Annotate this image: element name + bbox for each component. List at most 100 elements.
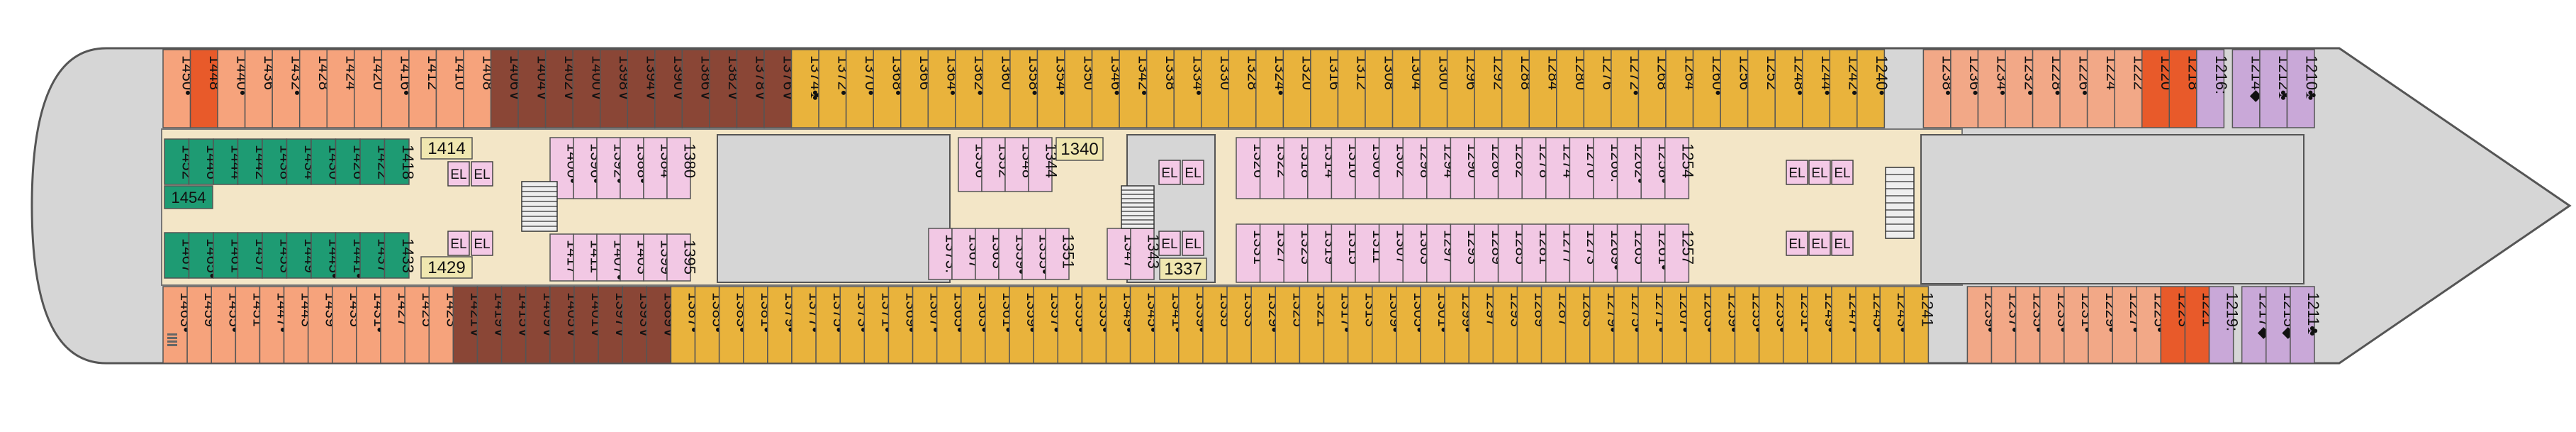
cabin-top-48[interactable]: 1292 — [1474, 49, 1508, 128]
cabin-interior-fwd-top-18[interactable]: 1254 — [1664, 137, 1697, 199]
cabin-top-75[interactable]: 1212♣ — [2259, 49, 2293, 128]
cabin-box — [164, 232, 190, 279]
landing-label-mid-bottom[interactable]: 1337 — [1159, 257, 1207, 280]
cabin-top-57[interactable]: 1256 — [1720, 49, 1754, 128]
cabin-top-73[interactable]: 1216: — [2196, 49, 2230, 128]
cabin-bottom-19[interactable]: 1393∨ — [622, 286, 654, 364]
cabin-top-14[interactable]: 1402∨ — [544, 49, 579, 128]
cabin-green-top-9[interactable]: 1418 — [383, 138, 417, 185]
cabin-interior-mid-top-3[interactable]: 1344 — [1028, 137, 1060, 192]
cabin-top-72[interactable]: 1218 — [2168, 49, 2203, 128]
cabin-box — [1903, 286, 1930, 364]
cabin-green-bottom-8[interactable]: 1437 — [359, 232, 392, 279]
cabin-bottom-70[interactable]: 1245• — [1855, 286, 1888, 364]
cabin-interior-aft-top-5[interactable]: 1380 — [666, 137, 699, 199]
cabin-bottom-72[interactable]: 1241 — [1903, 286, 1936, 364]
cabin-bottom-25[interactable]: 1379• — [767, 286, 800, 364]
cabin-interior-aft-bottom-5[interactable]: 1395 — [666, 233, 699, 282]
cabin-bottom-58[interactable]: 1283 — [1564, 286, 1598, 364]
cabin-top-36[interactable]: 1338 — [1146, 49, 1180, 128]
cabin-top-70[interactable]: 1222 — [2114, 49, 2148, 128]
cabin-box — [1556, 49, 1585, 128]
cabin-top-68[interactable]: 1226• — [2059, 49, 2093, 128]
vent-slat — [167, 333, 177, 336]
cabin-green-bottom-9[interactable]: 1433 — [383, 232, 417, 279]
cabin-bottom-42[interactable]: 1339• — [1178, 286, 1211, 364]
landing-label-mid-top[interactable]: 1340 — [1055, 137, 1104, 161]
cabin-top-71[interactable]: 1220 — [2141, 49, 2175, 128]
cabin-interior-mid-top-1[interactable]: 1352 — [981, 137, 1014, 192]
cabin-top-69[interactable]: 1224 — [2086, 49, 2121, 128]
cabin-box — [1758, 286, 1784, 364]
cabin-interior-aft-bottom-4[interactable]: 1399 — [643, 233, 676, 282]
cabin-bottom-23[interactable]: 1383• — [718, 286, 751, 364]
cabin-bottom-68[interactable]: 1249• — [1807, 286, 1839, 364]
cabin-bottom-11[interactable]: 1423 — [428, 286, 461, 364]
cabin-top-37[interactable]: 1334• — [1173, 49, 1207, 128]
cabin-bottom-75[interactable]: 1235• — [2015, 286, 2048, 364]
cabin-interior-mid-bottom-5[interactable]: 1351 — [1045, 228, 1077, 280]
cabin-top-29[interactable]: 1362• — [955, 49, 989, 128]
cabin-box — [213, 138, 239, 185]
cabin-interior-mid2-bottom-0[interactable]: 1347 — [1107, 228, 1139, 280]
cabin-box — [1236, 137, 1261, 199]
cabin-bottom-59[interactable]: 1279• — [1589, 286, 1622, 364]
cabin-green-single[interactable]: 1454 — [164, 185, 213, 209]
cabin-bottom-57[interactable]: 1287 — [1540, 286, 1574, 364]
cabin-top-6[interactable]: 1424 — [326, 49, 361, 128]
cabin-box — [1593, 223, 1618, 283]
cabin-top-76[interactable]: 1210♣ — [2286, 49, 2321, 128]
cabin-bottom-6[interactable]: 1439 — [307, 286, 340, 364]
cabin-interior-fwd-top-15[interactable]: 1266: — [1593, 137, 1625, 199]
cabin-bottom-30[interactable]: 1369• — [887, 286, 921, 364]
cabin-top-13[interactable]: 1404∨ — [517, 49, 551, 128]
cabin-interior-fwd-top-9[interactable]: 1290 — [1450, 137, 1482, 199]
cabin-bottom-1[interactable]: 1459 — [186, 286, 219, 364]
landing-label-top[interactable]: 1414 — [420, 137, 473, 160]
cabin-bottom-74[interactable]: 1237• — [1990, 286, 2024, 364]
elevator-box — [471, 231, 493, 256]
cabin-number: 1216: — [2212, 55, 2230, 94]
cabin-top-56[interactable]: 1260• — [1692, 49, 1727, 128]
cabin-top-7[interactable]: 1420 — [354, 49, 388, 128]
elevator-box — [447, 161, 470, 187]
cabin-bottom-66[interactable]: 1253• — [1758, 286, 1791, 364]
cabin-bottom-17[interactable]: 1401∨ — [573, 286, 606, 364]
cabin-interior-mid-bottom-0[interactable]: 1373: — [928, 228, 961, 280]
cabin-interior-fwd-bottom-18[interactable]: 1257 — [1664, 223, 1697, 283]
cabin-bottom-22[interactable]: 1385• — [694, 286, 727, 364]
cabin-green-bottom-3[interactable]: 1457 — [237, 232, 270, 279]
cabin-top-9[interactable]: 1412 — [408, 49, 442, 128]
cabin-bottom-44[interactable]: 1333 — [1226, 286, 1259, 364]
cabin-box — [1710, 286, 1736, 364]
cabin-top-40[interactable]: 1324• — [1255, 49, 1289, 128]
landing-label-bottom[interactable]: 1429 — [420, 256, 473, 279]
cabin-bottom-15[interactable]: 1409∨ — [525, 286, 558, 364]
cabin-box — [1419, 49, 1448, 128]
cabin-interior-fwd-top-2[interactable]: 1318 — [1283, 137, 1316, 199]
cabin-top-39[interactable]: 1328 — [1228, 49, 1262, 128]
cabin-box — [1009, 49, 1038, 128]
cabin-top-4[interactable]: 1432• — [271, 49, 306, 128]
cabin-interior-mid-top-2[interactable]: 1348 — [1004, 137, 1037, 192]
cabin-top-62[interactable]: 1240• — [1857, 49, 1891, 128]
cabin-top-61[interactable]: 1242• — [1829, 49, 1864, 128]
cabin-top-21[interactable]: 1378∨ — [736, 49, 771, 128]
cabin-interior-aft-top-4[interactable]: 1384 — [643, 137, 676, 199]
cabin-bottom-40[interactable]: 1345• — [1129, 286, 1163, 364]
cabin-top-35[interactable]: 1342• — [1119, 49, 1153, 128]
cabin-green-top-2[interactable]: 1444 — [213, 138, 245, 185]
cabin-box — [1337, 49, 1366, 128]
cabin-number: 1351 — [1060, 234, 1077, 269]
cabin-interior-mid-top-0[interactable]: 1356 — [958, 137, 990, 192]
cabin-green-bottom-5[interactable]: 1449 — [286, 232, 319, 279]
cabin-top-2[interactable]: 1440• — [217, 49, 251, 128]
cabin-bottom-31[interactable]: 1367• — [912, 286, 945, 364]
cabin-bottom-83[interactable]: 1219: — [2208, 286, 2241, 364]
cabin-interior-mid-bottom-1[interactable]: 1367 — [951, 228, 984, 280]
cabin-interior-fwd-bottom-3[interactable]: 1319 — [1307, 223, 1340, 283]
cabin-bottom-86[interactable]: 1211♣ — [2290, 286, 2322, 364]
cabin-bottom-12[interactable]: 1421∨ — [452, 286, 485, 364]
cabin-box — [2063, 286, 2089, 364]
cabin-top-46[interactable]: 1300 — [1419, 49, 1453, 128]
